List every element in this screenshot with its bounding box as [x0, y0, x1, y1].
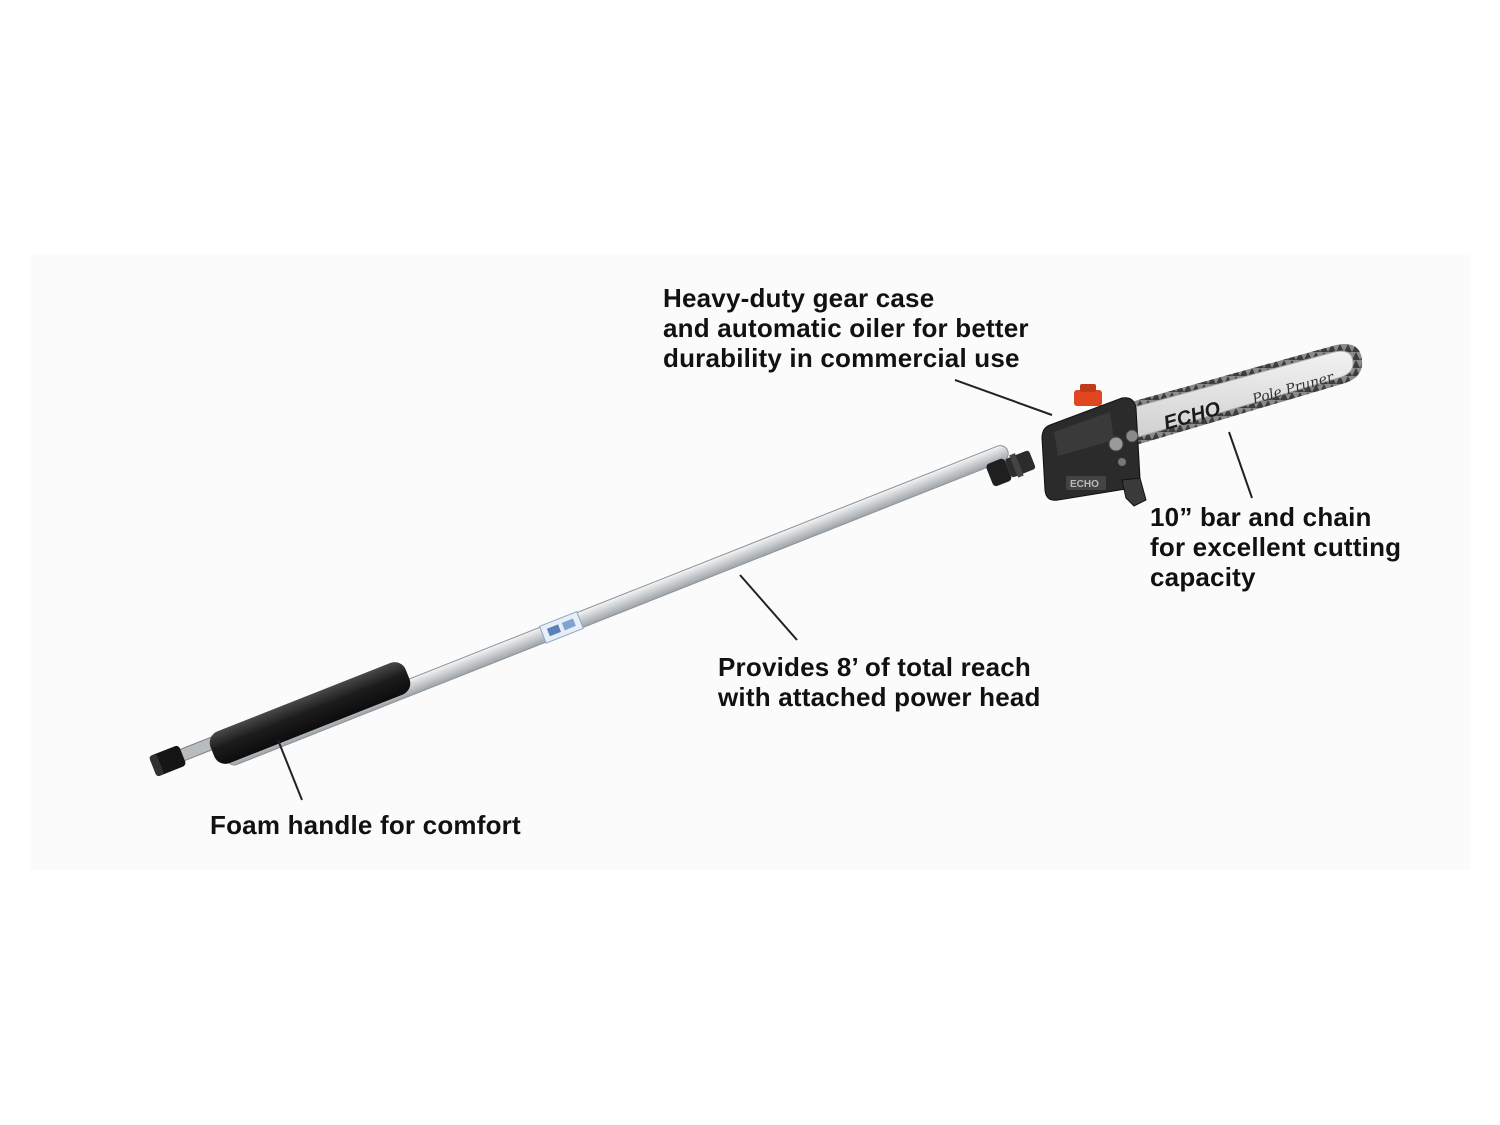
- guide-bar: ECHO Pole Pruner: [1120, 344, 1363, 448]
- callout-reach-line-2: with attached power head: [718, 682, 1041, 712]
- leader-gear-case: [954, 379, 1053, 416]
- callout-gear-case-line-1: Heavy-duty gear case: [663, 283, 935, 313]
- coupling: [986, 450, 1036, 487]
- foam-handle: [209, 662, 411, 764]
- callout-reach: Provides 8’ of total reach with attached…: [718, 652, 1041, 712]
- housing-brand-text: ECHO: [1070, 479, 1099, 490]
- shaft: [225, 445, 1009, 766]
- callout-bar-chain-line-1: 10” bar and chain: [1150, 502, 1372, 532]
- leader-foam-handle: [277, 739, 303, 801]
- gear-case: ECHO: [1041, 384, 1147, 507]
- leader-reach: [739, 574, 798, 641]
- callout-foam-handle-line-1: Foam handle for comfort: [210, 810, 521, 840]
- callout-bar-chain: 10” bar and chain for excellent cutting …: [1150, 502, 1401, 592]
- callout-bar-chain-line-2: for excellent cutting: [1150, 532, 1402, 562]
- callout-gear-case-line-3: durability in commercial use: [663, 343, 1020, 373]
- leader-bar-chain: [1228, 431, 1253, 499]
- background-panel: [30, 255, 1470, 870]
- oil-cap: [1074, 384, 1102, 406]
- callout-foam-handle: Foam handle for comfort: [210, 810, 521, 840]
- shaft-end: [149, 736, 218, 777]
- leader-lines: [277, 379, 1253, 801]
- shaft-decal: [538, 610, 584, 644]
- callout-gear-case: Heavy-duty gear case and automatic oiler…: [663, 283, 1029, 373]
- callout-reach-line-1: Provides 8’ of total reach: [718, 652, 1031, 682]
- callout-bar-chain-line-3: capacity: [1150, 562, 1256, 592]
- callout-gear-case-line-2: and automatic oiler for better: [663, 313, 1029, 343]
